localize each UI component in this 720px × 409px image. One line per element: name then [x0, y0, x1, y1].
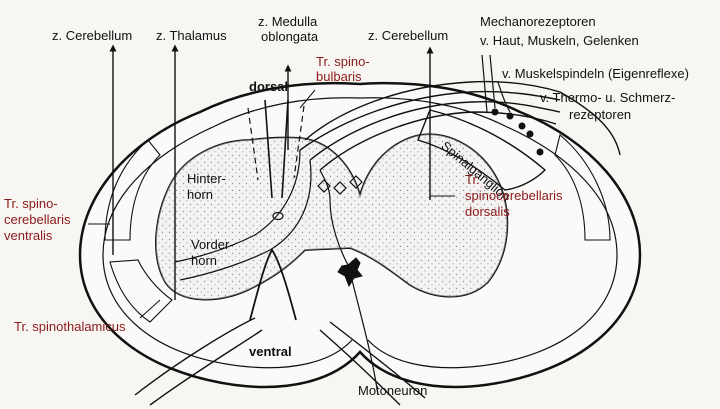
label-mechanoreceptors-line2: v. Haut, Muskeln, Gelenken — [480, 33, 639, 48]
label-leader-spinothalamicus — [139, 299, 161, 319]
label-to-cerebellum-right: z. Cerebellum — [368, 28, 449, 43]
ganglion-cell — [518, 122, 526, 130]
label-motoneuron: Motoneuron — [358, 383, 428, 398]
dorsal-root — [299, 90, 561, 151]
tract-spinothalamicus-area — [109, 259, 173, 323]
ventral-root-right — [319, 321, 426, 406]
label-tract-spinobulbaris-line2: bulbaris — [316, 69, 362, 84]
label-dorsal-horn-line1: Hinter- — [187, 171, 227, 186]
ganglion-cell — [491, 108, 499, 116]
dorsal-root — [319, 111, 557, 171]
label-dorsal: dorsal — [249, 79, 289, 94]
dorsal-septum — [264, 99, 289, 199]
label-dorsal-horn-line2: horn — [187, 187, 214, 202]
dorsal-root — [304, 80, 561, 141]
receptor-fibre — [481, 54, 488, 113]
motoneuron-axon — [351, 279, 379, 396]
label-tract-spinobulbaris-line1: Tr. spino- — [316, 54, 370, 69]
label-to-medulla-line2: oblongata — [261, 29, 319, 44]
dorsal-root — [309, 100, 561, 161]
intraspinal-fibre — [174, 149, 301, 263]
receptor-fibre — [559, 91, 621, 156]
label-to-thalamus: z. Thalamus — [156, 28, 227, 43]
intraspinal-fibre — [179, 159, 312, 281]
dorsal-fasciculus-border — [247, 105, 305, 181]
tract-spinocerebellaris-dorsalis-area — [554, 134, 611, 241]
label-tract-spinocerebellaris-ventralis-line1: Tr. spino- — [4, 196, 58, 211]
receptor-fibre — [497, 81, 511, 113]
intraspinal-fibre — [319, 169, 349, 266]
label-thermo-line2: rezeptoren — [569, 107, 632, 122]
label-to-cerebellum-left: z. Cerebellum — [52, 28, 133, 43]
label-leader-spinobulbaris — [299, 89, 316, 109]
central-canal — [272, 211, 284, 221]
label-muscle-spindles: v. Muskelspindeln (Eigenreflexe) — [502, 66, 689, 81]
label-tract-spinocerebellaris-ventralis-line2: cerebellaris — [4, 212, 71, 227]
label-tract-spinocerebellaris-dorsalis-line2: spinocerebellaris — [465, 188, 563, 203]
tract-spinocerebellaris-ventralis-area — [104, 139, 161, 241]
label-tract-spinocerebellaris-dorsalis-line3: dorsalis — [465, 204, 510, 219]
ventral-fissure — [249, 248, 297, 321]
label-ventral-horn-line1: Vorder- — [191, 237, 234, 252]
label-tract-spinocerebellaris-dorsalis-line1: Tr. — [465, 172, 480, 187]
ventral-root — [134, 317, 263, 406]
label-ventral: ventral — [249, 344, 292, 359]
label-thermo-line1: v. Thermo- u. Schmerz- — [540, 90, 676, 105]
ganglion-cell — [526, 130, 534, 138]
label-mechanoreceptors-line1: Mechanorezeptoren — [480, 14, 596, 29]
receptor-fibre — [489, 54, 496, 109]
spinal-ganglion — [417, 109, 547, 191]
white-matter-contour — [102, 97, 361, 369]
ganglion-cell — [536, 148, 544, 156]
ganglion-cell — [506, 112, 514, 120]
label-to-medulla-line1: z. Medulla — [258, 14, 318, 29]
label-ventral-horn-line2: horn — [191, 253, 218, 268]
label-tract-spinothalamicus: Tr. spinothalamicus — [14, 319, 126, 334]
motoneuron-soma — [337, 257, 363, 288]
dorsal-horn-neurons — [317, 175, 363, 195]
label-tract-spinocerebellaris-ventralis-line3: ventralis — [4, 228, 53, 243]
